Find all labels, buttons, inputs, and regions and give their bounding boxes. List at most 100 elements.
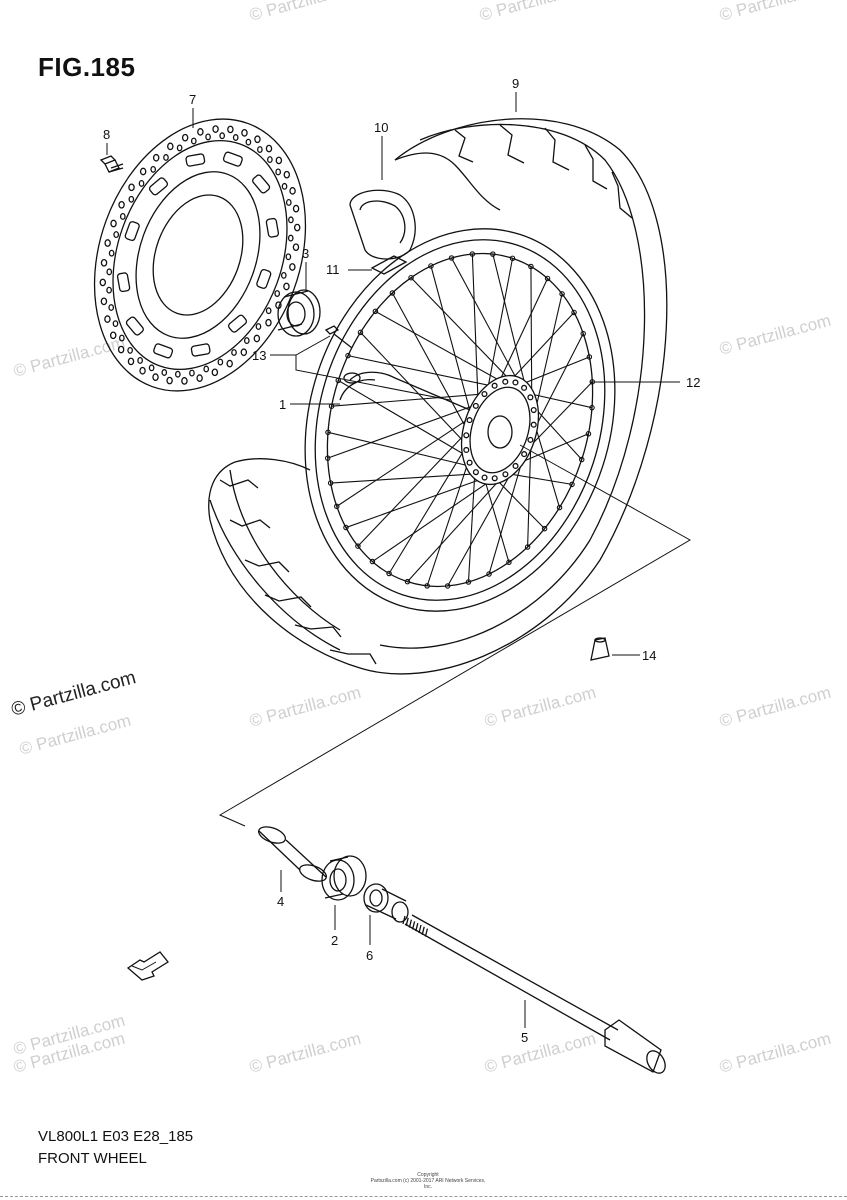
- copyright-line-2: Partszilla.com (c) 2001-2017 ARI Network…: [370, 1178, 486, 1190]
- brake-disc[interactable]: [58, 89, 342, 421]
- disc-hole: [128, 183, 135, 192]
- hub-flange-hole: [472, 402, 479, 409]
- callout-10: 10: [374, 120, 388, 135]
- disc-hole: [108, 304, 115, 311]
- spoke: [467, 465, 476, 583]
- disc-hole: [275, 168, 282, 176]
- disc-hole: [287, 234, 294, 242]
- disc-slot: [148, 177, 169, 196]
- spoke: [410, 277, 518, 388]
- disc-hole: [150, 165, 157, 173]
- disc-slot: [190, 343, 211, 357]
- spoke-nipple-end: [448, 255, 455, 261]
- disc-slot: [185, 153, 206, 167]
- callout-3: 3: [302, 246, 309, 261]
- callout-11: 11: [326, 262, 340, 277]
- lower-bearing[interactable]: [321, 855, 367, 901]
- copyright-notice: Copyright Partszilla.com (c) 2001-2017 A…: [368, 1172, 488, 1190]
- hub-flange-hole: [502, 471, 509, 478]
- rim-band[interactable]: [349, 189, 416, 260]
- hub-flange-hole: [466, 417, 473, 424]
- disc-hole: [108, 249, 115, 257]
- hub-flange-hole: [463, 432, 470, 439]
- spoke-nipple-end: [541, 525, 548, 532]
- disc-hole: [110, 219, 117, 228]
- disc-hole: [128, 195, 135, 203]
- spoke-nipple-end: [345, 352, 351, 359]
- spoke-nipple-end: [386, 570, 392, 577]
- spoke-nipple-end: [559, 291, 565, 297]
- spoke-nipple-end: [509, 255, 516, 262]
- spoke-nipple-end: [556, 504, 563, 511]
- disc-bolt[interactable]: [99, 155, 124, 173]
- disc-hole: [245, 138, 252, 146]
- spoke-nipple-end: [528, 263, 534, 270]
- disc-hole: [227, 125, 234, 134]
- callout-8: 8: [103, 127, 110, 142]
- disc-hole: [275, 156, 283, 165]
- spokes[interactable]: [324, 251, 596, 589]
- spoke-nipple-end: [372, 308, 379, 315]
- disc-slot: [252, 174, 271, 194]
- spoke-nipple-end: [490, 251, 496, 257]
- disc-hole: [265, 318, 272, 327]
- rim-band-cap[interactable]: [370, 255, 408, 275]
- spoke: [327, 431, 477, 469]
- callout-12: 12: [686, 375, 700, 390]
- disc-hole: [161, 369, 168, 376]
- disc-hole: [139, 167, 147, 176]
- disc-hole: [163, 154, 169, 161]
- disc-hole: [267, 156, 273, 164]
- disc-hole: [112, 320, 119, 328]
- forward-arrow: [126, 951, 169, 981]
- disc-hole: [119, 212, 126, 220]
- spoke-nipple-end: [343, 524, 349, 531]
- disc-hole: [285, 253, 292, 261]
- model-code: VL800L1 E03 E28_185: [38, 1128, 194, 1145]
- disc-slot: [265, 217, 280, 238]
- callout-6: 6: [366, 948, 373, 963]
- disc-hole: [166, 376, 173, 385]
- collar[interactable]: [363, 883, 409, 923]
- disc-hole: [176, 144, 183, 152]
- tire[interactable]: [208, 118, 668, 675]
- spoke-nipple-end: [524, 544, 531, 550]
- spoke: [347, 355, 499, 388]
- spoke-nipple-end: [357, 329, 364, 336]
- front-axle[interactable]: [402, 914, 669, 1076]
- spoke: [495, 278, 549, 389]
- spoke-nipple-end: [465, 579, 472, 585]
- disc-hole: [217, 358, 224, 366]
- spoke-nipple-end: [585, 431, 592, 437]
- axle-spacer[interactable]: [256, 824, 328, 885]
- disc-hole: [138, 180, 145, 187]
- hub[interactable]: [339, 366, 552, 495]
- upper-bearing[interactable]: [277, 289, 321, 337]
- valve-cap[interactable]: [590, 637, 610, 661]
- axle-thread: [411, 921, 416, 930]
- disc-hole: [152, 153, 160, 162]
- disc-hole: [257, 146, 263, 154]
- disc-hole: [283, 282, 290, 291]
- disc-hole: [226, 359, 233, 368]
- spoke-nipple-end: [369, 558, 376, 565]
- hub-flange-hole: [481, 474, 488, 481]
- disc-hole: [137, 356, 143, 364]
- bottom-divider: [0, 1196, 847, 1197]
- spoke-nipple[interactable]: [324, 325, 353, 349]
- rim[interactable]: [257, 188, 663, 652]
- hub-flange-hole: [481, 390, 488, 398]
- spoke-nipple-end: [580, 330, 586, 337]
- disc-slot: [222, 151, 243, 167]
- disc-hole: [283, 170, 291, 179]
- spoke: [331, 393, 489, 407]
- disc-slot: [116, 272, 131, 293]
- spoke-nipple-end: [355, 543, 361, 549]
- disc-hole: [243, 337, 250, 345]
- disc-hole: [232, 134, 239, 141]
- spoke-nipple-end: [325, 429, 331, 436]
- spoke-nipple-end: [428, 263, 434, 269]
- figure-name: FRONT WHEEL: [38, 1150, 147, 1167]
- axle-thread: [402, 915, 406, 925]
